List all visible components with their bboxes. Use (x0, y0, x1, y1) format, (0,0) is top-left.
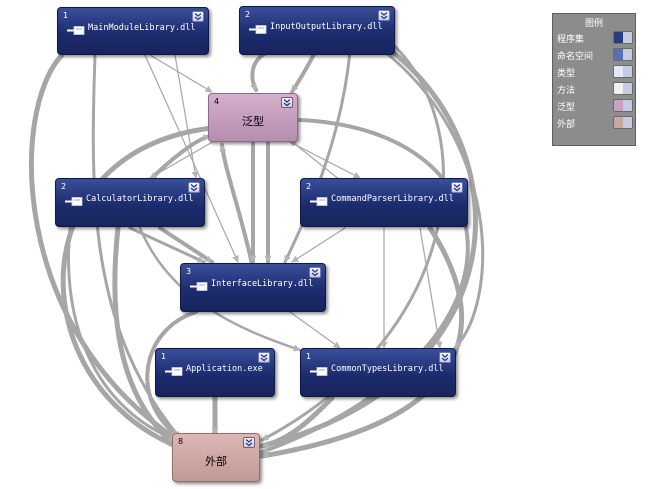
legend-item-label: 外部 (557, 120, 576, 130)
node-command-parser-library[interactable]: 2 CommandParserLibrary.dll (300, 178, 468, 227)
legend-item-type: 类型 (557, 65, 633, 79)
node-label: InputOutputLibrary.dll (270, 22, 383, 32)
edge-cmd-common-2 (419, 227, 443, 349)
node-count: 8 (178, 437, 184, 446)
legend-swatch (613, 48, 633, 61)
legend-item-assembly: 程序集 (557, 31, 633, 45)
edge-io-generics (250, 50, 270, 92)
node-label: CommandParserLibrary.dll (331, 194, 454, 204)
assembly-icon (190, 282, 208, 291)
edge-main-interface (144, 54, 239, 263)
edge-generics-external (60, 125, 215, 449)
edge-io-common (378, 46, 485, 350)
node-calculator-library[interactable]: 2 CalculatorLibrary.dll (55, 178, 205, 227)
node-label: CommonTypesLibrary.dll (331, 364, 444, 374)
node-label: InterfaceLibrary.dll (211, 279, 314, 289)
legend-swatch (613, 82, 633, 95)
node-count: 1 (161, 352, 167, 361)
edge-calc-external-2 (67, 226, 178, 442)
expand-chevron-icon[interactable] (243, 437, 255, 448)
edge-interface-common (289, 311, 341, 349)
edge-cmd-interface (291, 227, 346, 263)
node-interface-library[interactable]: 3 InterfaceLibrary.dll (180, 263, 326, 312)
legend-swatch (613, 65, 633, 78)
node-count: 4 (214, 97, 220, 106)
legend-panel: 图例 程序集 命名空间 类型 方法 泛型 外部 (552, 13, 636, 146)
node-generics-group[interactable]: 4 泛型 (208, 93, 298, 142)
legend-item-label: 泛型 (557, 103, 576, 113)
assembly-icon (165, 367, 183, 376)
expand-chevron-icon[interactable] (258, 352, 270, 363)
node-common-types-library[interactable]: 1 CommonTypesLibrary.dll (300, 348, 456, 397)
node-count: 3 (186, 267, 192, 276)
legend-item-method: 方法 (557, 82, 633, 96)
expand-chevron-icon[interactable] (378, 10, 390, 21)
assembly-icon (249, 25, 267, 34)
expand-chevron-icon[interactable] (281, 97, 293, 108)
assembly-icon (65, 197, 83, 206)
expand-chevron-icon[interactable] (439, 352, 451, 363)
legend-item-generic: 泛型 (557, 99, 633, 113)
node-count: 1 (63, 11, 69, 20)
node-label: MainModuleLibrary.dll (88, 23, 196, 33)
expand-chevron-icon[interactable] (188, 182, 200, 193)
edge-interface-generics (219, 143, 254, 266)
legend-swatch (613, 116, 633, 129)
edge-main-generics (149, 54, 213, 93)
edge-calc-external (112, 225, 181, 451)
legend-item-label: 方法 (557, 86, 576, 96)
edge-interface-external (145, 310, 198, 438)
node-label: CalculatorLibrary.dll (86, 194, 194, 204)
node-input-output-library[interactable]: 2 InputOutputLibrary.dll (239, 6, 395, 55)
legend-item-external: 外部 (557, 116, 633, 130)
node-label: 泛型 (242, 115, 264, 128)
edge-generics-external-2 (260, 118, 470, 454)
legend-item-label: 命名空间 (557, 52, 594, 62)
edge-generics-cmd (289, 141, 361, 179)
legend-title: 图例 (584, 19, 603, 29)
edge-io-generics-2 (290, 52, 316, 94)
legend-swatch (613, 99, 633, 112)
node-external-group[interactable]: 8 外部 (172, 433, 260, 482)
expand-chevron-icon[interactable] (451, 182, 463, 193)
node-count: 2 (306, 182, 312, 191)
legend-swatch (613, 31, 633, 44)
node-count: 2 (61, 182, 67, 191)
assembly-icon (310, 367, 328, 376)
node-label: 外部 (205, 455, 227, 468)
legend-item-namespace: 命名空间 (557, 48, 633, 62)
edge-main-external (28, 52, 181, 443)
expand-chevron-icon[interactable] (192, 11, 204, 22)
node-count: 2 (245, 10, 251, 19)
legend-item-label: 程序集 (557, 35, 585, 45)
assembly-icon (310, 197, 328, 206)
node-main-module-library[interactable]: 1 MainModuleLibrary.dll (57, 7, 209, 55)
node-count: 1 (306, 352, 312, 361)
assembly-icon (67, 26, 85, 35)
edge-generics-calc (149, 139, 217, 179)
edge-common-external (259, 395, 335, 449)
node-label: Application.exe (186, 364, 263, 374)
legend-item-label: 类型 (557, 69, 576, 79)
edge-main-calc (174, 54, 199, 179)
expand-chevron-icon[interactable] (309, 267, 321, 278)
node-application-exe[interactable]: 1 Application.exe (155, 348, 275, 397)
